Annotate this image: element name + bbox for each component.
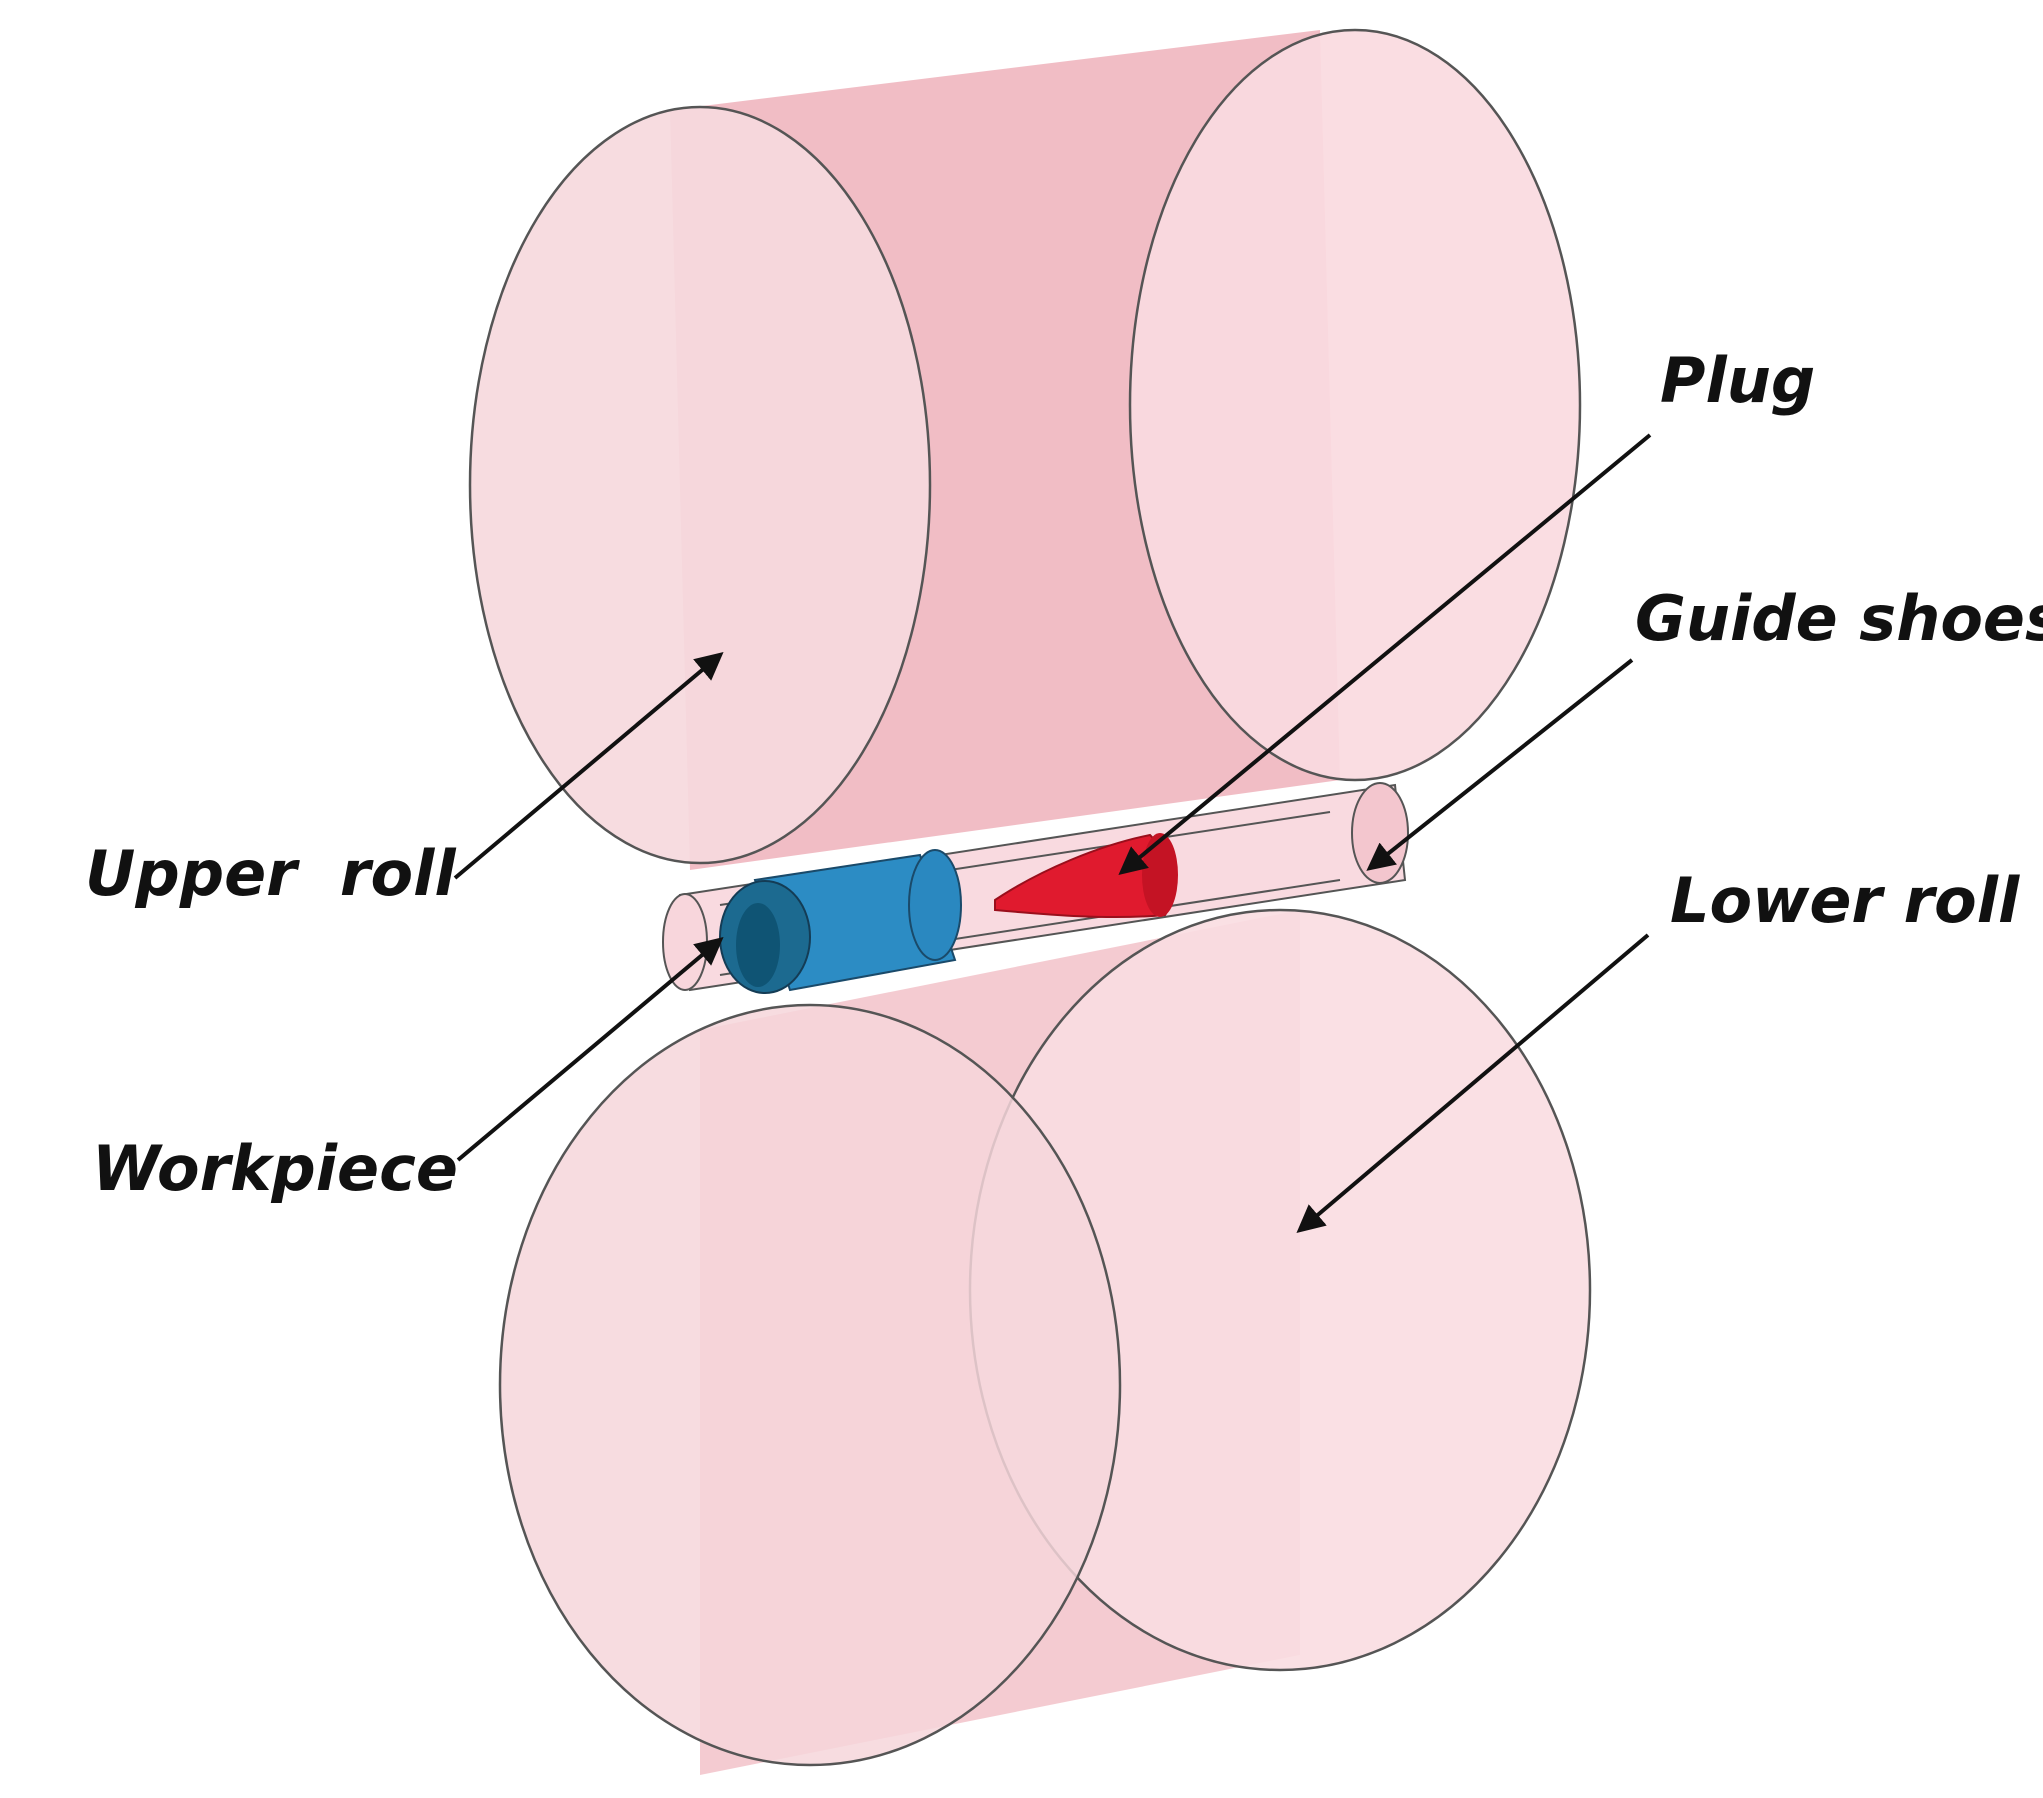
guide-shoes-left-end [662,893,708,991]
workpiece [719,849,962,994]
guide-shoes-right-end [1351,782,1409,884]
guide-shoes-arrow [1366,658,1634,871]
lower-roll-arrow [1296,933,1650,1234]
lower-roll-front-face [498,1003,1122,1767]
upper-roll-front-face [468,105,932,865]
upper-roll-back-face [1128,28,1582,782]
workpiece-end-face-inner [736,903,780,987]
upper-roll-arrow [453,651,724,880]
upper-roll [468,28,1582,870]
lower-roll-label: Lower roll [1670,864,2020,937]
plug-arrow [1118,433,1652,875]
workpiece-arrow [456,936,724,1162]
lower-roll [498,908,1592,1775]
guide-shoes-label: Guide shoes [1635,582,2043,655]
upper-roll-label: Upper roll [85,837,456,910]
plug-base [1142,833,1178,917]
workpiece-body-back [908,849,962,961]
workpiece-label: Workpiece [92,1132,458,1205]
plug-label: Plug [1660,344,1815,417]
